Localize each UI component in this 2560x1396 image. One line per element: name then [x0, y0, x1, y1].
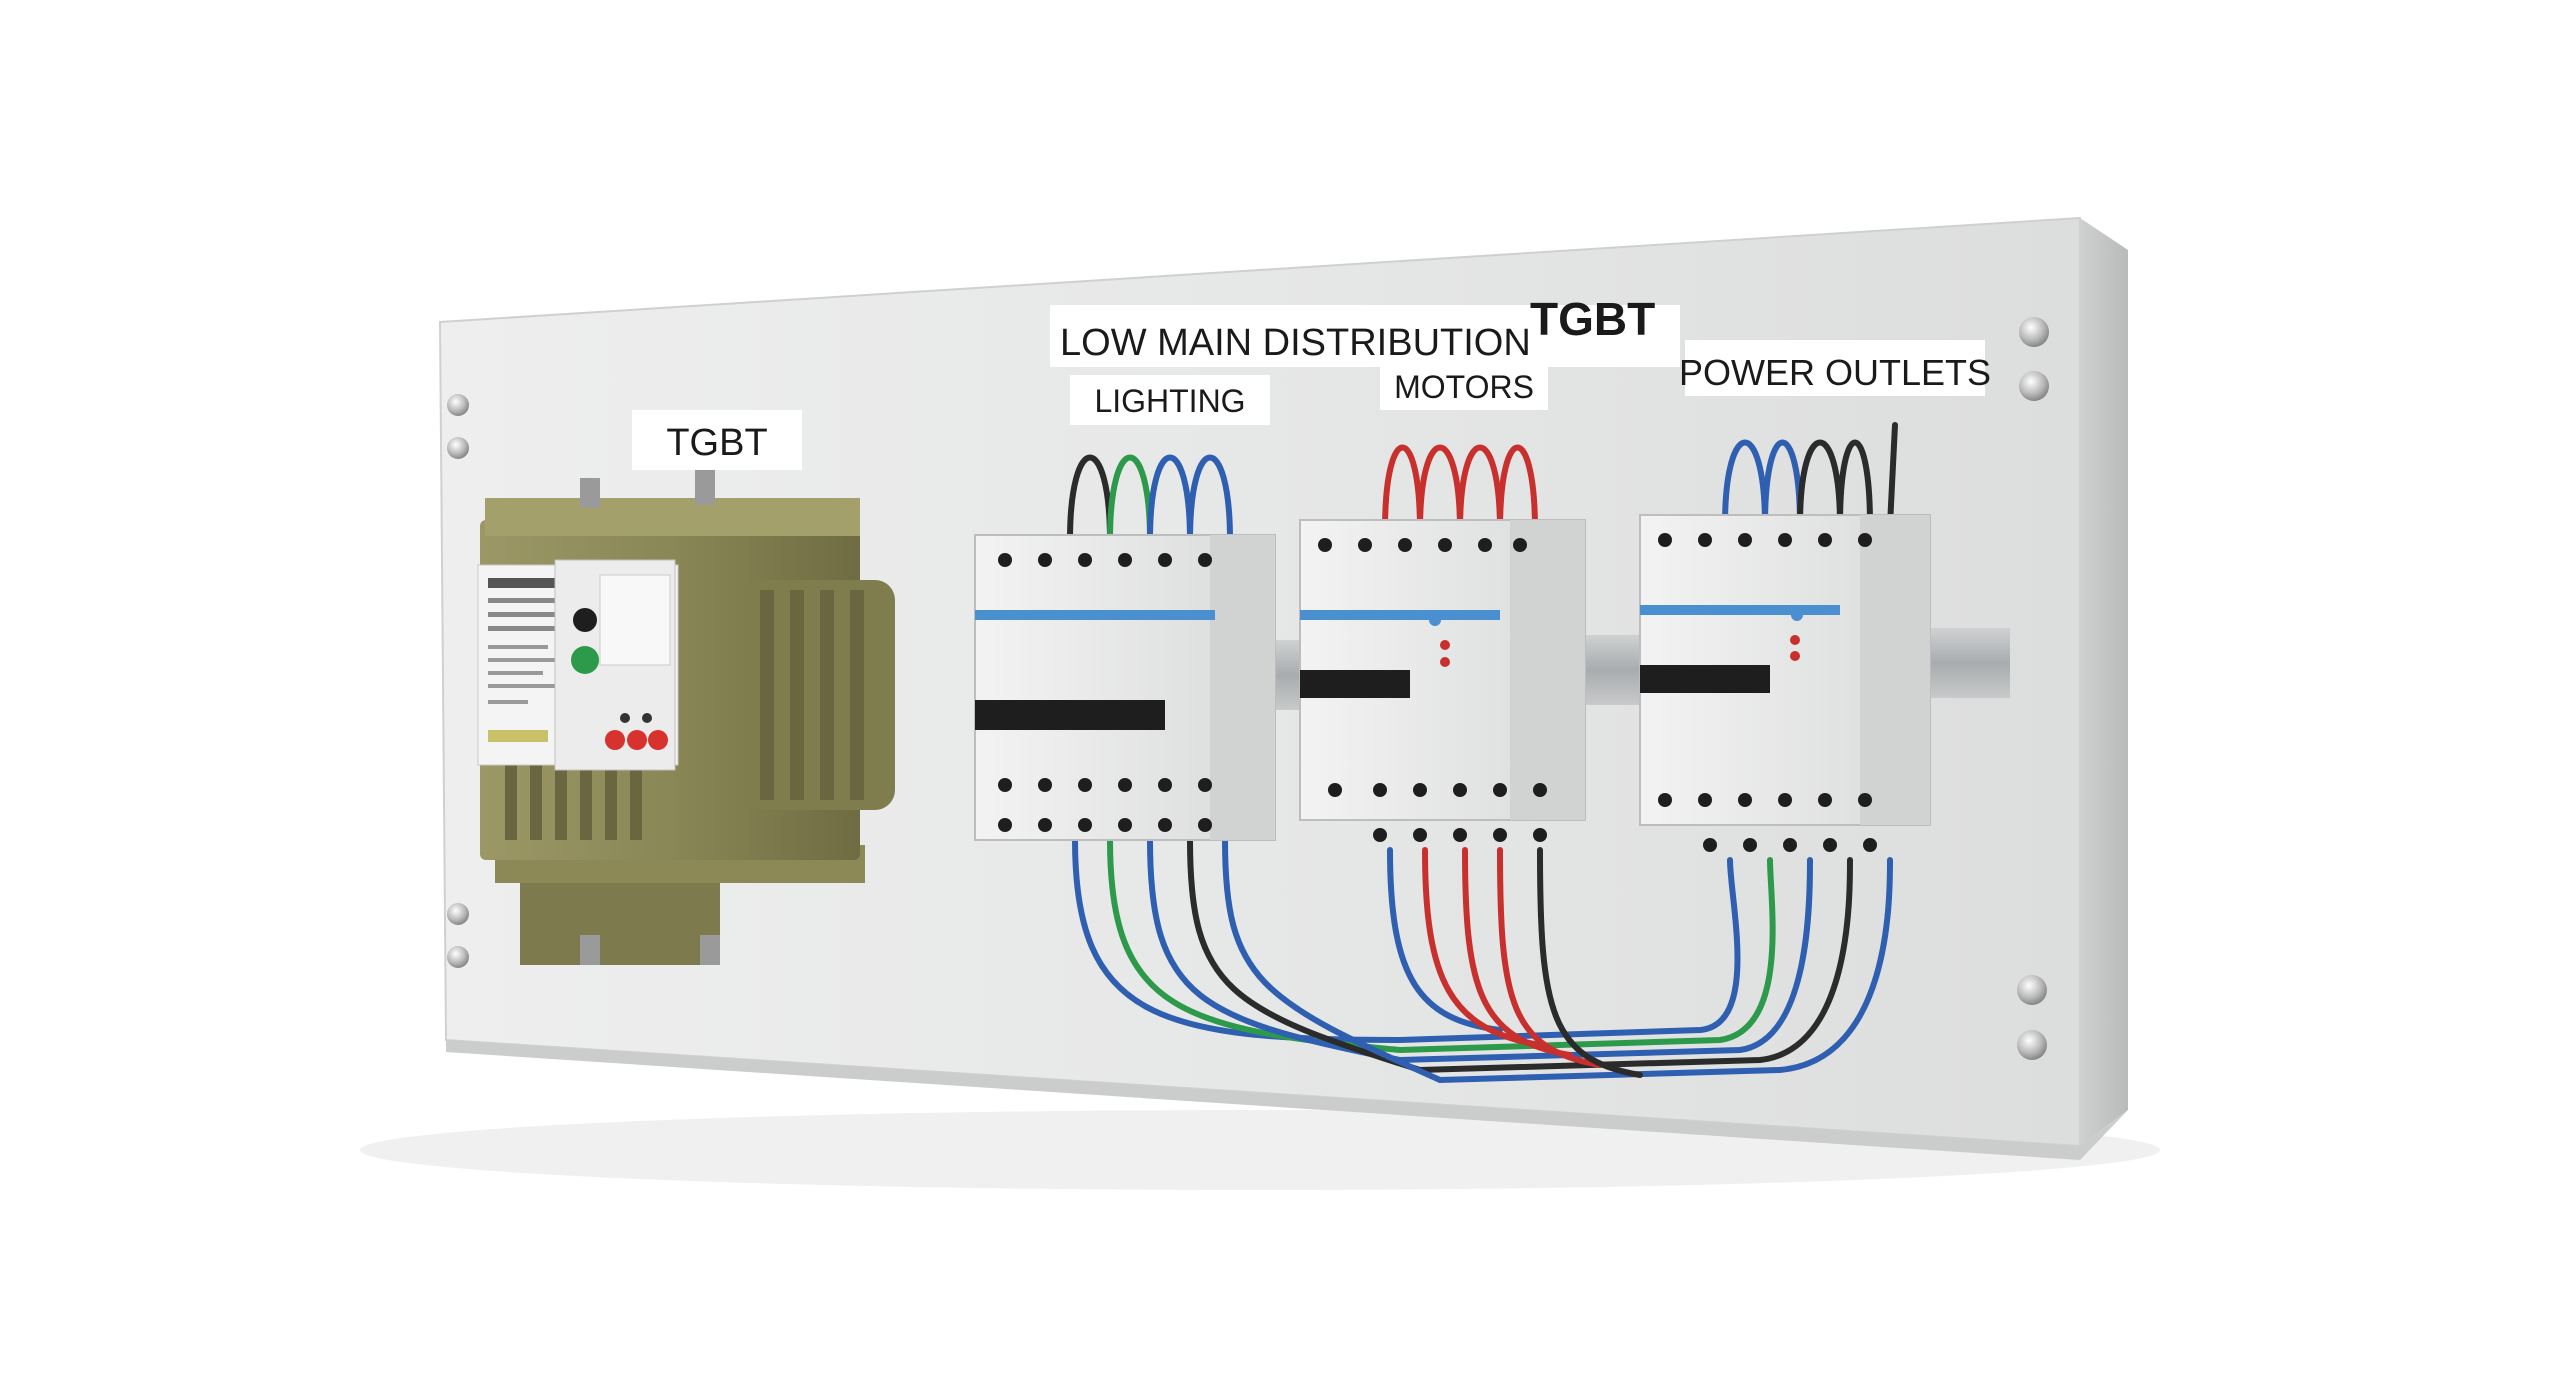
screw-icon: [2019, 371, 2049, 401]
breaker-group-lighting: [974, 534, 1276, 841]
transformer-control-module: [554, 559, 676, 771]
screw-icon: [2017, 1030, 2047, 1060]
tgbt-label-text: TGBT: [666, 422, 767, 464]
mounting-screws: [447, 317, 2049, 1060]
screw-icon: [2017, 975, 2047, 1005]
power-outlets-label-text: POWER OUTLETS: [1679, 352, 1991, 393]
screw-icon: [447, 903, 469, 925]
power-outlets-label: POWER OUTLETS: [1679, 340, 1991, 396]
screw-icon: [447, 946, 469, 968]
breaker-group-power-outlets: [1639, 514, 1931, 852]
indicator-blue-icon: [1791, 609, 1803, 621]
screw-icon: [447, 394, 469, 416]
lighting-label-text: LIGHTING: [1094, 383, 1245, 419]
transformer: [477, 470, 895, 965]
indicator-red-icon: [1790, 635, 1800, 645]
wiring: [1067, 422, 1898, 1084]
main-title-text: LOW MAIN DISTRIBUTION: [1060, 322, 1531, 364]
main-title-tgbt-text: TGBT: [1530, 293, 1655, 345]
indicator-dark-icon: [573, 608, 597, 632]
indicator-red-icon: [1440, 640, 1450, 650]
cooling-fins: [760, 590, 864, 800]
tgbt-label: TGBT: [632, 410, 802, 470]
motors-label: MOTORS: [1380, 360, 1548, 410]
motors-label-text: MOTORS: [1394, 369, 1534, 405]
indicator-red-icon: [1440, 657, 1450, 667]
breaker-group-motors: [1299, 519, 1586, 842]
indicator-red-icon: [1790, 651, 1800, 661]
indicator-red-icon: [605, 730, 625, 750]
indicator-red-icon: [627, 730, 647, 750]
indicator-red-icon: [648, 730, 668, 750]
indicator-green-icon: [571, 646, 599, 674]
screw-icon: [447, 437, 469, 459]
lighting-label: LIGHTING: [1070, 375, 1270, 425]
screw-icon: [2019, 317, 2049, 347]
indicator-blue-icon: [1429, 614, 1441, 626]
main-title-label: LOW MAIN DISTRIBUTION TGBT: [1050, 293, 1680, 367]
